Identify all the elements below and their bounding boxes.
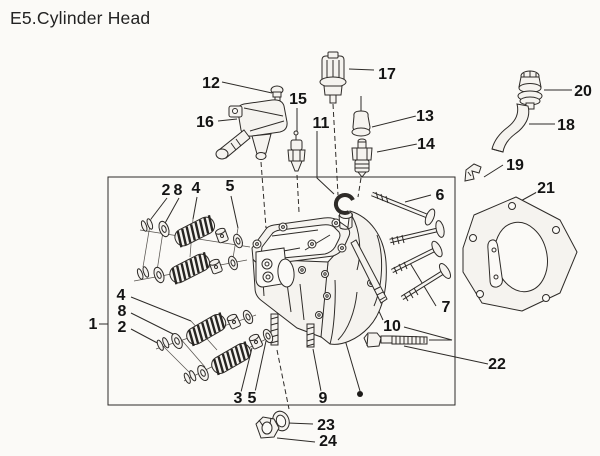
- part-label-6: 6: [436, 187, 445, 204]
- valve-spring: [169, 251, 211, 285]
- valve-collets: [140, 218, 154, 232]
- callout-dot: [357, 391, 363, 397]
- valve-collets: [183, 370, 197, 384]
- part-label-18: 18: [557, 117, 575, 134]
- part-label-5-bottom: 5: [248, 390, 257, 407]
- part-label-8-left: 8: [118, 303, 127, 320]
- valve-seal: [248, 333, 263, 350]
- spring-seat: [262, 328, 274, 344]
- spring-retainer: [158, 220, 170, 238]
- part-label-3: 3: [234, 390, 243, 407]
- part-label-7: 7: [442, 299, 451, 316]
- cylinder-head-drawing: [251, 192, 388, 348]
- part-16-valve-drawing: [215, 99, 288, 160]
- valve-spring: [211, 341, 252, 376]
- spring-retainer: [197, 365, 209, 381]
- part-label-8-top: 8: [174, 182, 183, 199]
- spring-retainer: [171, 333, 183, 349]
- valve-1: [371, 191, 436, 226]
- part-label-2-left: 2: [118, 319, 127, 336]
- part-14-sensor-drawing: [351, 138, 373, 178]
- part-18-hose-drawing: [491, 103, 530, 153]
- valve-seal: [226, 313, 241, 330]
- part-17-sensor-drawing: [319, 51, 347, 104]
- part-label-21: 21: [537, 180, 555, 197]
- part-label-20: 20: [574, 83, 592, 100]
- part-23-24-nut-drawing: [255, 410, 290, 439]
- valve-train-parts: [136, 214, 274, 384]
- part-label-4-left: 4: [117, 287, 126, 304]
- part-label-4-top: 4: [192, 180, 201, 197]
- part-22-bolt-drawing: [363, 332, 428, 348]
- part-label-9: 9: [319, 390, 328, 407]
- valve-seal: [215, 227, 229, 244]
- page-title: E5.Cylinder Head: [10, 8, 151, 28]
- part-label-17: 17: [378, 66, 396, 83]
- part-label-23: 23: [317, 417, 335, 434]
- part-label-15: 15: [289, 91, 307, 108]
- part-19-clip-drawing: [464, 163, 482, 182]
- spring-seat: [233, 233, 243, 249]
- diagram-frame: [107, 176, 456, 406]
- part-21-gasket-drawing: [462, 196, 578, 312]
- valve-4: [400, 263, 452, 302]
- part-label-5-top: 5: [226, 178, 235, 195]
- valve-2: [389, 220, 445, 246]
- valve-3: [390, 240, 443, 275]
- valve-spring: [186, 312, 227, 347]
- head-stud-drawing: [270, 313, 315, 348]
- part-13-cap-drawing: [351, 96, 371, 137]
- part-label-22: 22: [488, 356, 506, 373]
- part-label-14: 14: [417, 136, 435, 153]
- spring-seat: [228, 255, 238, 271]
- part-15-sensor-drawing: [287, 130, 306, 172]
- part-20-cap-drawing: [517, 70, 543, 110]
- part-label-1: 1: [89, 316, 98, 333]
- part-label-10: 10: [383, 318, 401, 335]
- spring-seat: [242, 309, 254, 325]
- valve-spring: [174, 214, 216, 248]
- part-label-24: 24: [319, 433, 337, 450]
- part-label-11: 11: [313, 115, 330, 132]
- part-label-12: 12: [202, 75, 220, 92]
- part-11-snap-ring: [333, 192, 355, 215]
- valves-drawing: [371, 191, 452, 302]
- part-label-16: 16: [196, 114, 214, 131]
- valve-collets: [136, 266, 150, 280]
- valve-collets: [156, 337, 170, 351]
- valve-seal: [209, 258, 223, 275]
- part-label-19: 19: [506, 157, 524, 174]
- part-label-13: 13: [416, 108, 434, 125]
- part-label-2-top: 2: [162, 182, 171, 199]
- spring-retainer: [153, 266, 165, 284]
